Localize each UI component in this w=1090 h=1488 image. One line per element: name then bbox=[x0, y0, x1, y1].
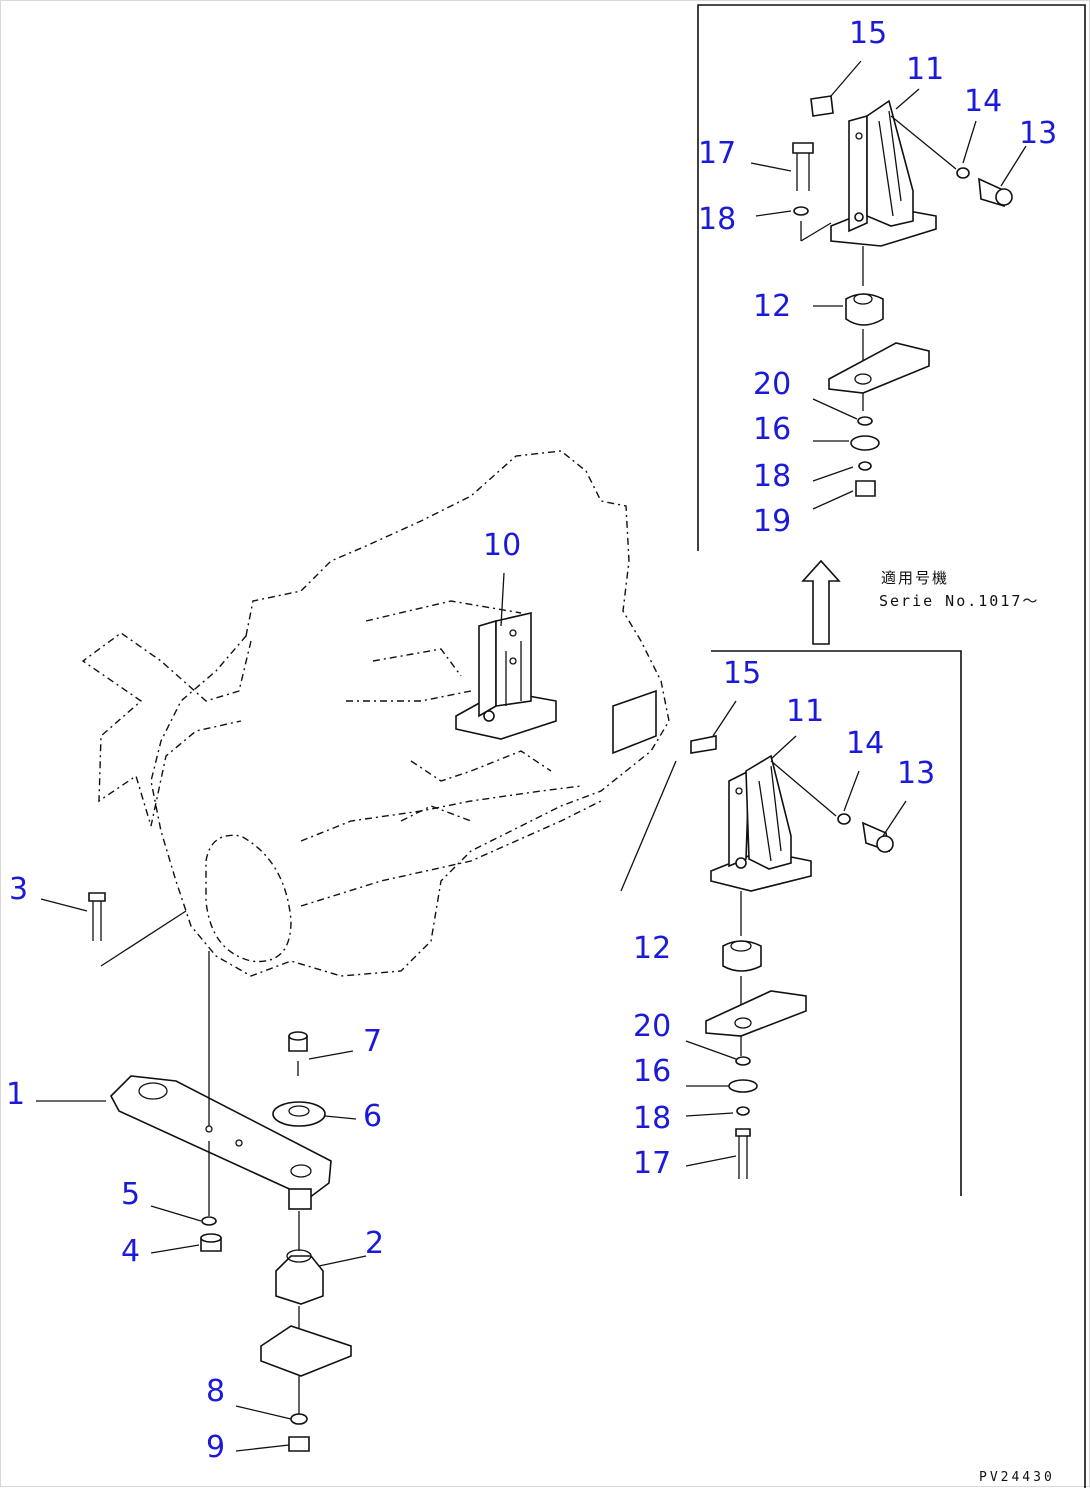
callout-20: 20 bbox=[633, 1009, 671, 1044]
callout-17: 17 bbox=[633, 1146, 671, 1181]
callout-13: 13 bbox=[897, 756, 935, 791]
callout-1: 1 bbox=[6, 1077, 25, 1112]
serial-note-title: 適用号機 bbox=[881, 569, 949, 587]
callout-5: 5 bbox=[121, 1177, 140, 1212]
callout-18: 18 bbox=[698, 202, 736, 237]
detail-mount-assembly bbox=[792, 95, 1013, 497]
callout-2: 2 bbox=[365, 1226, 384, 1261]
callout-4: 4 bbox=[121, 1234, 140, 1269]
serial-note-number: Serie No.1017～ bbox=[879, 592, 1039, 610]
callout-18: 18 bbox=[753, 459, 791, 494]
callout-17: 17 bbox=[698, 136, 736, 171]
detail-frames bbox=[697, 4, 1086, 1488]
leader-lines bbox=[36, 60, 1027, 1452]
rear-mount-assembly bbox=[690, 735, 894, 1179]
callout-13: 13 bbox=[1019, 116, 1057, 151]
callout-16: 16 bbox=[753, 412, 791, 447]
callout-9: 9 bbox=[206, 1430, 225, 1465]
callout-6: 6 bbox=[363, 1099, 382, 1134]
callout-14: 14 bbox=[964, 84, 1002, 119]
callout-7: 7 bbox=[363, 1024, 382, 1059]
callout-20: 20 bbox=[753, 367, 791, 402]
upgrade-arrow bbox=[801, 559, 841, 645]
callout-11: 11 bbox=[906, 52, 944, 87]
callout-18: 18 bbox=[633, 1101, 671, 1136]
callout-12: 12 bbox=[753, 289, 791, 324]
callout-10: 10 bbox=[483, 528, 521, 563]
callout-19: 19 bbox=[753, 504, 791, 539]
callout-12: 12 bbox=[633, 931, 671, 966]
callout-8: 8 bbox=[206, 1374, 225, 1409]
engine-side-bracket bbox=[455, 611, 657, 755]
callout-16: 16 bbox=[633, 1054, 671, 1089]
callout-15: 15 bbox=[849, 16, 887, 51]
callout-3: 3 bbox=[9, 872, 28, 907]
callout-15: 15 bbox=[723, 656, 761, 691]
diagram-reference-code: PV24430 bbox=[979, 1470, 1055, 1485]
callout-14: 14 bbox=[846, 726, 884, 761]
engine-outline bbox=[81, 450, 677, 977]
callout-11: 11 bbox=[786, 694, 824, 729]
front-mount-assembly bbox=[88, 892, 352, 1452]
